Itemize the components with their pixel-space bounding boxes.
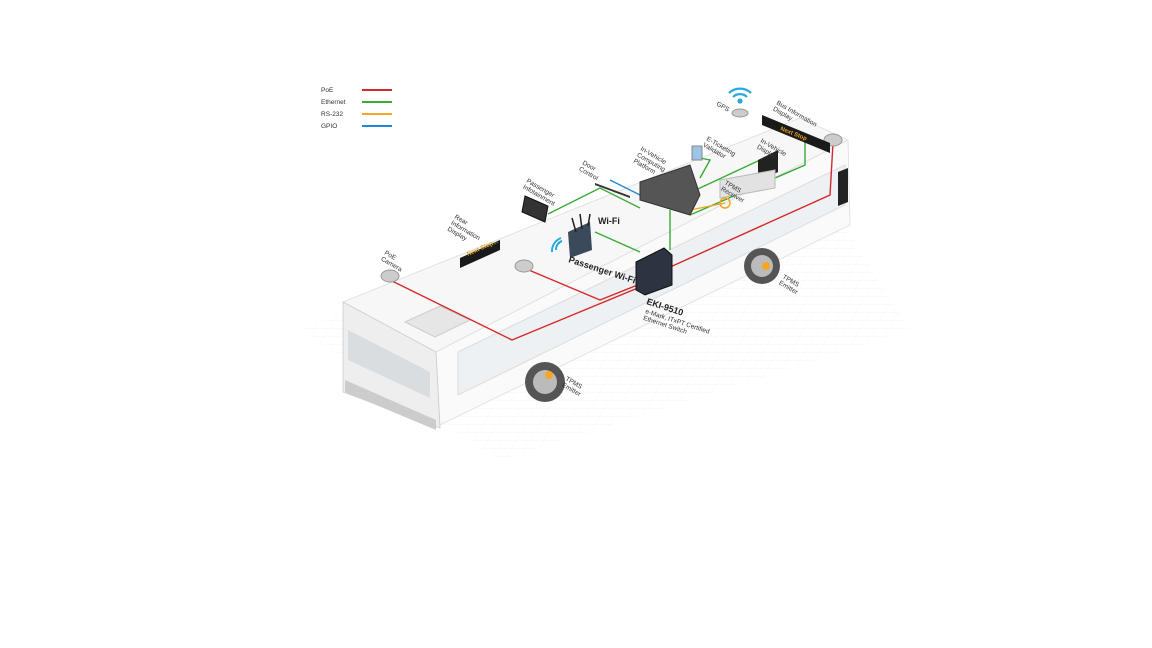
- gpio-wire: [609, 179, 641, 196]
- poe-camera-icon: [380, 269, 400, 283]
- computing-platform: [639, 164, 701, 216]
- bus-front-mirror: [838, 168, 848, 206]
- label-wifi: Wi-Fi: [598, 216, 620, 226]
- poe-wire: [389, 279, 646, 341]
- e-ticketing-validator: [691, 145, 703, 161]
- devices: [380, 87, 843, 296]
- ethernet-wire: [594, 231, 641, 253]
- passenger-infotainment-screen: [521, 195, 549, 223]
- gps-antenna-icon: [731, 108, 749, 118]
- tpms-emitter-front-icon: [762, 262, 770, 270]
- legend-label: Ethernet: [321, 99, 346, 106]
- legend-label: RS-232: [321, 111, 343, 118]
- wifi-router: [568, 222, 592, 258]
- svg-text:Wi-Fi: Wi-Fi: [598, 216, 620, 226]
- rs232-wire: [689, 202, 726, 211]
- tpms-receiver: [719, 169, 776, 199]
- tpms-emitter-rear-icon: [545, 371, 553, 379]
- door-control-bar: [595, 183, 630, 198]
- ethernet-wire: [699, 157, 712, 179]
- label-gps: GPS: [715, 101, 731, 114]
- legend-label: PoE: [321, 87, 334, 94]
- rear-bumper: [345, 380, 436, 430]
- rear-information-display: [460, 240, 500, 268]
- svg-text:GPS: GPS: [715, 101, 731, 114]
- poe-wire: [523, 267, 646, 301]
- poe-wire: [667, 142, 834, 269]
- rear-window: [348, 330, 430, 398]
- tpms-receiver-signal-icon: [719, 197, 731, 209]
- passenger-wifi-signal-icon: [550, 237, 563, 253]
- ethernet-wire: [547, 187, 641, 215]
- antenna-icon: [571, 213, 591, 233]
- wifi-signal-icon: [728, 87, 752, 104]
- eki-9510-switch: [635, 247, 673, 296]
- poe-camera-icon: [514, 259, 534, 273]
- legend-label: GPIO: [321, 123, 337, 130]
- bus-information-display: [762, 115, 830, 153]
